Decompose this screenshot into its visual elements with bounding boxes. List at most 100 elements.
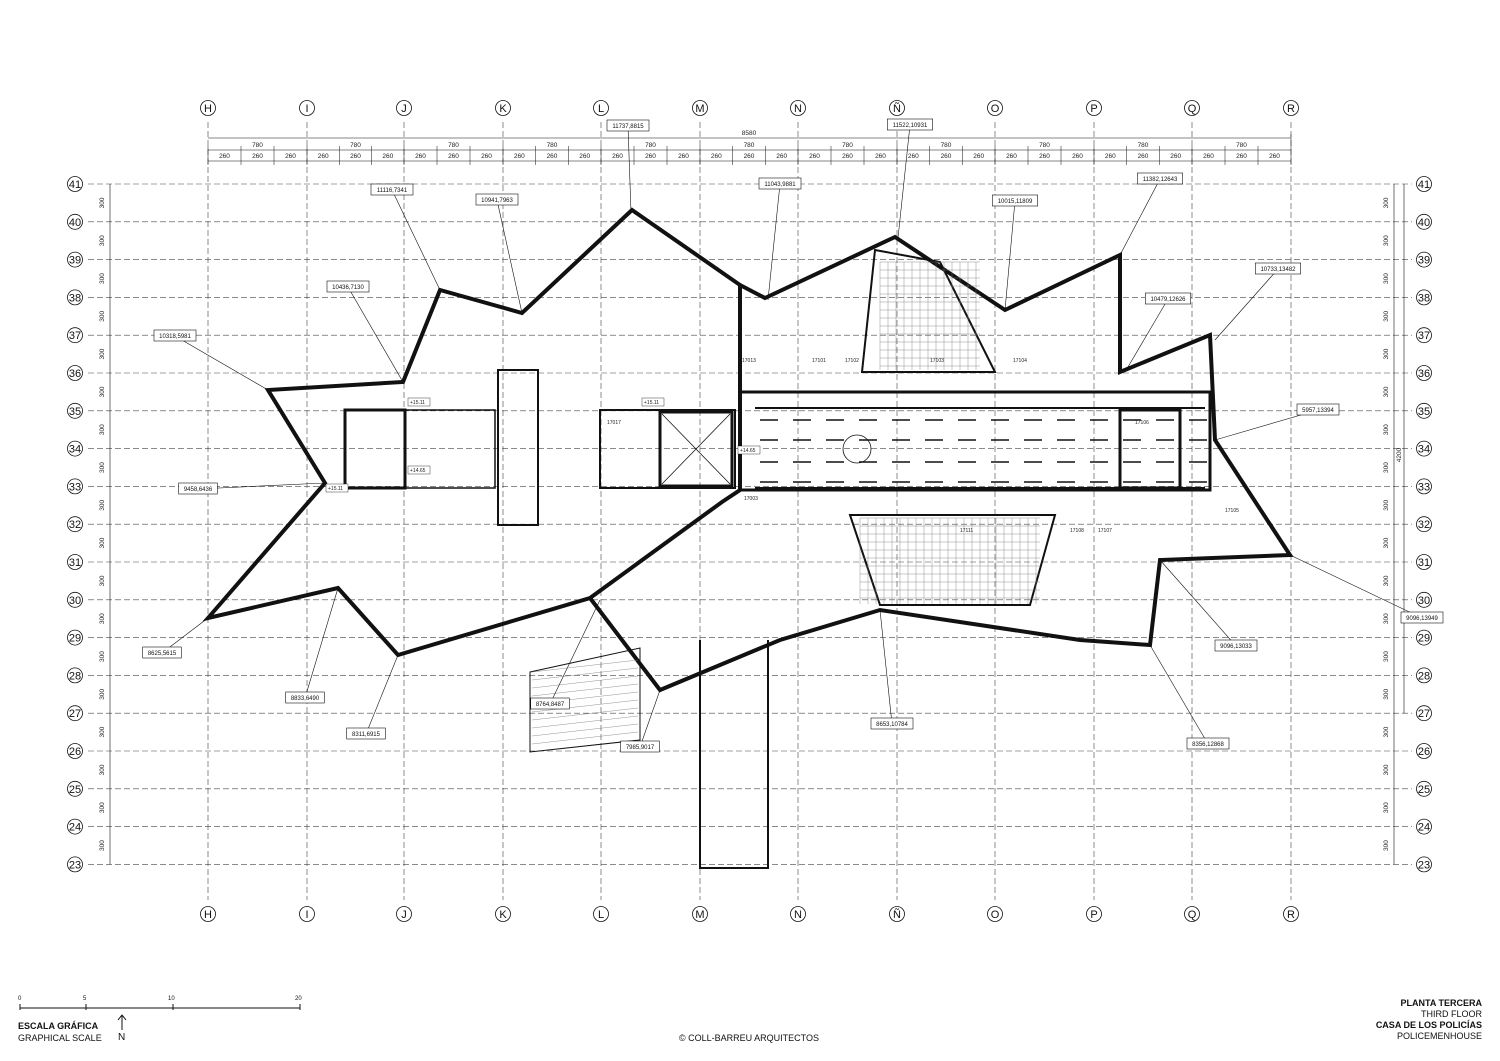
axis-label-row: 23 xyxy=(1418,859,1430,871)
axis-bubble xyxy=(1086,100,1102,116)
room-number: 17111 xyxy=(960,528,973,534)
coordinate-box xyxy=(1255,262,1302,275)
coordinate-box xyxy=(530,697,570,710)
coordinate-box xyxy=(370,183,414,196)
row-dimension: 300 xyxy=(1383,764,1390,775)
axis-label-row: 26 xyxy=(69,746,81,758)
axis-label-row: 32 xyxy=(69,519,81,531)
row-dimension: 300 xyxy=(99,273,106,284)
axis-bubble xyxy=(1283,100,1299,116)
core-stair-center xyxy=(658,410,734,488)
row-dimension: 300 xyxy=(99,764,106,775)
credit: © COLL-BARREU ARQUITECTOS xyxy=(679,1033,819,1043)
level-box xyxy=(407,465,431,475)
coordinate-box xyxy=(606,119,650,132)
room-number: 17101 xyxy=(812,358,826,364)
row-dimension: 300 xyxy=(99,537,106,548)
axis-bubble xyxy=(1283,906,1299,922)
axis-bubble xyxy=(1416,554,1432,570)
coordinate-leader xyxy=(365,654,399,735)
coordinate-label: 8356,12868 xyxy=(1192,742,1224,748)
axis-bubble xyxy=(1184,906,1200,922)
axis-label-row: 27 xyxy=(69,708,81,720)
sub-bay-dimension: 260 xyxy=(908,153,919,160)
scale-bar xyxy=(19,1004,301,1010)
coordinate-box xyxy=(1296,403,1340,416)
axis-label-col: H xyxy=(204,103,212,115)
axis-label-row: 33 xyxy=(69,481,81,493)
axis-label-col: Ñ xyxy=(893,102,901,115)
level-label: +15.11 xyxy=(644,400,659,406)
coordinate-box xyxy=(870,717,914,730)
coordinate-box xyxy=(285,691,325,704)
axis-bubble xyxy=(987,906,1003,922)
row-dimension: 300 xyxy=(99,310,106,321)
axis-bubble xyxy=(67,591,83,608)
axis-bubble xyxy=(790,906,806,922)
coordinate-box xyxy=(886,118,933,131)
coordinate-label: 10479,12626 xyxy=(1150,297,1186,303)
room-number: 17105 xyxy=(1225,508,1239,514)
row-dimension: 300 xyxy=(99,726,106,737)
axis-label-row: 30 xyxy=(69,595,81,607)
sub-bay-dimension: 260 xyxy=(1105,153,1116,160)
coordinate-box xyxy=(475,193,519,206)
bay-dimension: 780 xyxy=(941,142,952,149)
sub-bay-dimension: 260 xyxy=(1039,153,1050,160)
coordinate-leader xyxy=(1124,298,1169,373)
sub-bay-dimension: 260 xyxy=(219,153,230,160)
south-corridor xyxy=(699,640,769,869)
coordinate-leader xyxy=(1289,554,1423,619)
axis-label-col: H xyxy=(204,909,212,921)
bay-dimension: 780 xyxy=(448,142,459,149)
sub-bay-dimension: 260 xyxy=(481,153,492,160)
coordinate-leader xyxy=(639,689,661,748)
axis-bubble xyxy=(67,818,83,835)
axis-bubble xyxy=(1416,327,1432,344)
row-dimension: 300 xyxy=(1383,840,1390,851)
bay-dimension: 780 xyxy=(1236,142,1247,149)
axis-bubble xyxy=(692,100,708,116)
axis-label-col: K xyxy=(499,909,507,921)
axis-label-row: 32 xyxy=(1418,519,1430,531)
axis-bubble xyxy=(67,705,83,722)
coordinate-label: 8764,8487 xyxy=(536,702,565,708)
stair-core-cross xyxy=(661,413,731,485)
axis-bubble xyxy=(1416,289,1432,306)
axis-label-row: 24 xyxy=(1418,822,1430,834)
coordinate-leader xyxy=(879,609,893,725)
scale-tick-0: 0 xyxy=(18,996,22,1002)
stair-tread xyxy=(531,683,639,697)
level-label: +14.65 xyxy=(740,448,756,454)
axis-bubble xyxy=(1416,402,1432,419)
coordinate-label: 8833,6490 xyxy=(291,696,320,702)
level-box xyxy=(737,445,761,455)
north-arrow-icon xyxy=(116,1014,128,1030)
sub-bay-dimension: 260 xyxy=(1072,153,1083,160)
title-line2: THIRD FLOOR xyxy=(1420,1009,1482,1019)
axis-label-row: 36 xyxy=(69,368,81,380)
stair-tread xyxy=(531,707,639,721)
row-dimension: 300 xyxy=(1383,310,1390,321)
stair-tread xyxy=(531,699,639,713)
room-number: 17107 xyxy=(1098,528,1112,534)
coordinate-leader xyxy=(347,286,404,383)
axis-bubble xyxy=(1416,629,1432,646)
title-line3: CASA DE LOS POLICÍAS xyxy=(1375,1020,1482,1030)
row-dimension: 300 xyxy=(1383,424,1390,435)
axis-bubble xyxy=(790,100,806,116)
axis-label-row: 38 xyxy=(69,292,81,304)
room-number: 17102 xyxy=(845,358,859,364)
scale-subtitle: GRAPHICAL SCALE xyxy=(18,1033,102,1043)
coordinate-box xyxy=(991,194,1038,207)
row-dimension: 300 xyxy=(1383,802,1390,813)
coordinate-label: 10318,5981 xyxy=(159,334,191,340)
axis-label-row: 24 xyxy=(69,822,81,834)
row-dimension: 300 xyxy=(99,840,106,851)
row-dimension: 300 xyxy=(99,462,106,473)
coordinate-label: 10436,7130 xyxy=(332,285,364,291)
axis-label-col: I xyxy=(305,909,308,921)
axis-bubble xyxy=(67,327,83,344)
level-label: +14.65 xyxy=(410,468,426,474)
axis-label-col: M xyxy=(695,909,704,921)
